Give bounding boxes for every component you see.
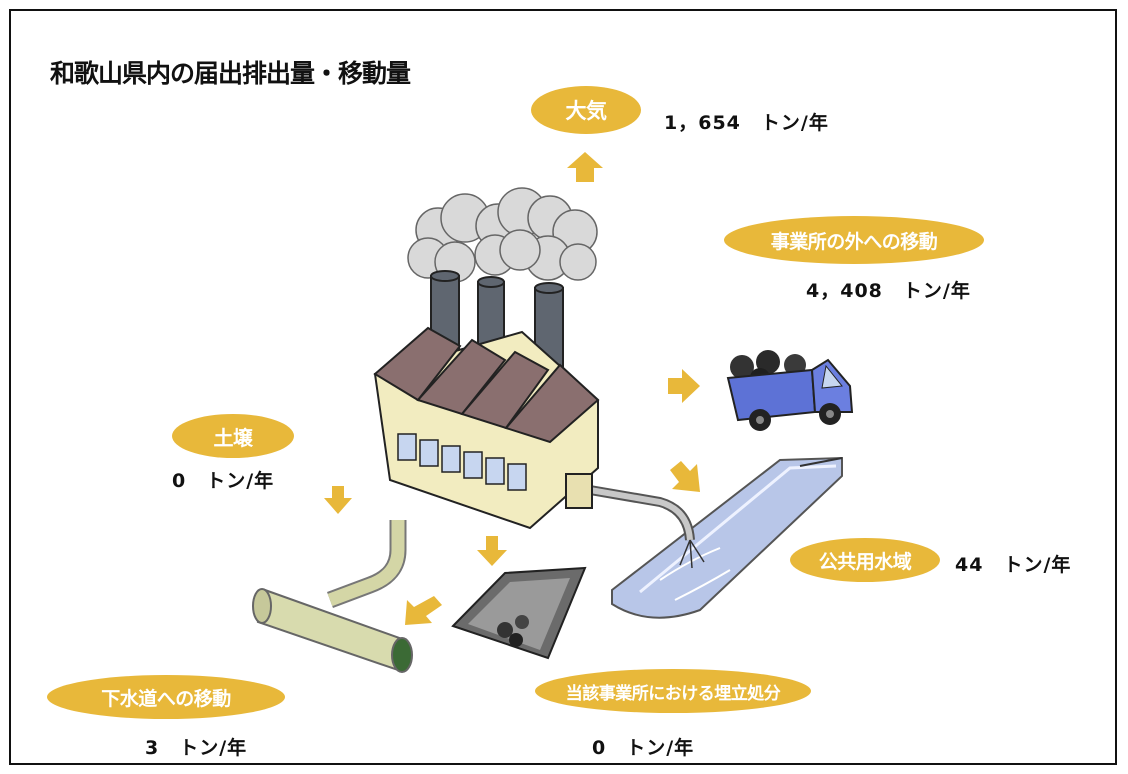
arrow-right-icon (668, 369, 700, 403)
arrow-down-left-icon (405, 596, 442, 625)
air-amount: 1，654 トン/年 (664, 112, 829, 134)
arrow-down-icon (477, 536, 507, 566)
sewer-amount: 3 トン/年 (145, 737, 248, 759)
river-icon (611, 456, 843, 619)
soil-label: 土壌 (172, 414, 294, 458)
arrow-up-icon (567, 152, 603, 182)
landfill-label: 当該事業所における埋立処分 (535, 669, 811, 713)
truck-icon (726, 350, 854, 431)
page-title: 和歌山県内の届出排出量・移動量 (50, 59, 411, 88)
sewer-label: 下水道への移動 (47, 675, 285, 719)
arrow-down-right-icon (670, 461, 700, 492)
public-water-amount: 44 トン/年 (955, 554, 1072, 576)
soil-amount: 0 トン/年 (172, 470, 275, 492)
landfill-amount: 0 トン/年 (592, 737, 695, 759)
flow-arrows (324, 152, 700, 625)
offsite-transfer-label: 事業所の外への移動 (724, 216, 984, 264)
arrow-down-icon (324, 486, 352, 514)
landfill-pit-icon (451, 566, 587, 660)
sewer-pipe-icon (252, 520, 413, 673)
drain-pipe-icon (589, 485, 705, 569)
factory-icon (373, 326, 600, 530)
public-water-label: 公共用水域 (790, 538, 940, 582)
air-label: 大気 (531, 86, 641, 134)
offsite-transfer-amount: 4，408 トン/年 (806, 280, 971, 302)
smoke-icon (407, 187, 598, 283)
